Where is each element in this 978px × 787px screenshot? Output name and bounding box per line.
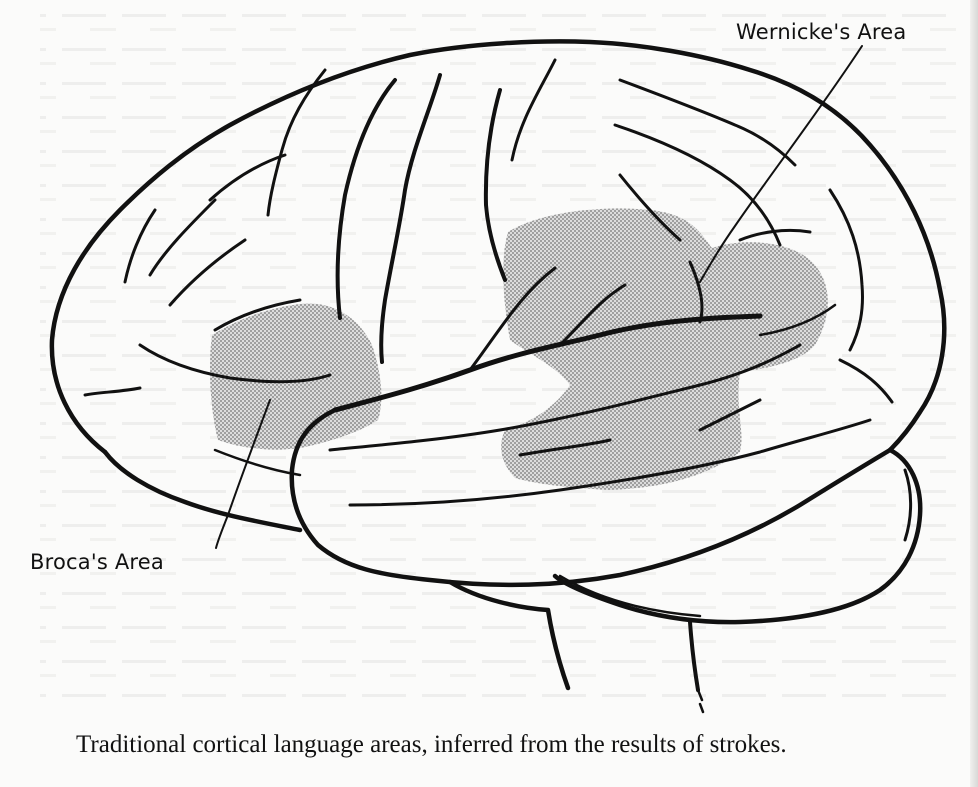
wernicke-area-label: Wernicke's Area bbox=[736, 20, 906, 44]
scan-edge-shadow bbox=[970, 0, 978, 787]
broca-area-label: Broca's Area bbox=[30, 550, 164, 574]
broca-area-shading bbox=[210, 303, 381, 449]
figure-caption: Traditional cortical language areas, inf… bbox=[76, 730, 971, 759]
